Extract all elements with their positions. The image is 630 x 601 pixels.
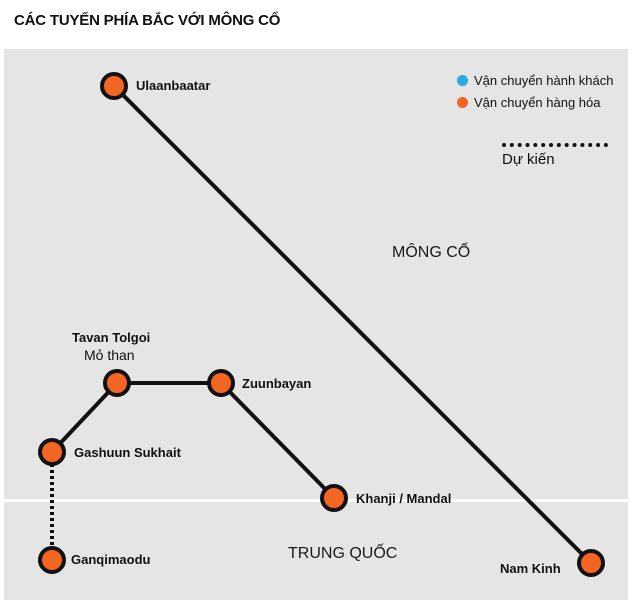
route-gashuun-tavan-tolgoi xyxy=(50,381,119,454)
route-zuunbayan-khanji xyxy=(219,381,336,500)
legend-freight: Vận chuyển hàng hóa xyxy=(457,95,601,110)
station-label-ganqimaodu: Ganqimaodu xyxy=(71,552,151,567)
station-label-nam-kinh: Nam Kinh xyxy=(500,561,561,576)
station-label-gashuun-sukhait: Gashuun Sukhait xyxy=(74,445,181,460)
station-zuunbayan-marker xyxy=(207,369,235,397)
station-label-khanji-mandal: Khanji / Mandal xyxy=(356,491,452,506)
region-china xyxy=(4,502,628,600)
legend-passenger-dot xyxy=(457,75,468,86)
region-mongolia xyxy=(4,49,628,499)
legend-passenger: Vận chuyển hành khách xyxy=(457,73,614,88)
legend-passenger-label: Vận chuyển hành khách xyxy=(474,73,614,88)
station-tavan-tolgoi-marker xyxy=(103,369,131,397)
legend-planned-dash xyxy=(502,143,608,147)
station-ganqimaodu-marker xyxy=(38,546,66,574)
legend-freight-dot xyxy=(457,97,468,108)
station-nam-kinh-marker xyxy=(577,549,605,577)
station-label-zuunbayan: Zuunbayan xyxy=(242,376,312,391)
station-note-coal-mine: Mỏ than xyxy=(84,347,135,363)
region-label-china: TRUNG QUỐC xyxy=(288,545,398,562)
station-khanji-mandal-marker xyxy=(320,484,348,512)
route-ulaanbaatar-nam-kinh xyxy=(112,84,593,565)
region-label-mongolia: MÔNG CỔ xyxy=(392,244,471,261)
station-label-tavan-tolgoi: Tavan Tolgoi xyxy=(72,330,151,345)
map-title: CÁC TUYẾN PHÍA BẮC VỚI MÔNG CỔ xyxy=(14,12,281,29)
station-ulaanbaatar-marker xyxy=(100,72,128,100)
legend-freight-label: Vận chuyển hàng hóa xyxy=(474,95,601,110)
station-label-ulaanbaatar: Ulaanbaatar xyxy=(136,78,211,93)
station-gashuun-sukhait-marker xyxy=(38,438,66,466)
legend-planned-label: Dự kiến xyxy=(502,151,555,168)
